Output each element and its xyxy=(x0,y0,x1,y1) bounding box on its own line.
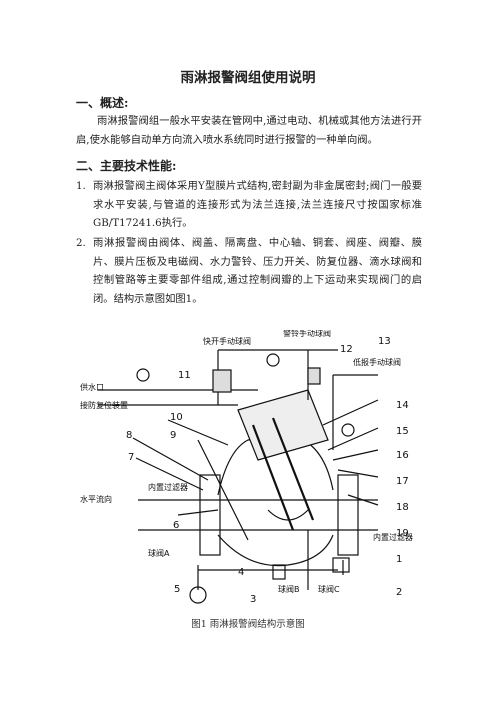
callout-number-16: 16 xyxy=(396,450,409,461)
callout-number-1: 1 xyxy=(396,554,402,565)
label-quick-open-valve: 快开手动球阀 xyxy=(203,336,251,346)
list-item: 1. 雨淋报警阀主阀体采用Y型膜片式结构,密封副为非金属密封;阀门一般要求水平安… xyxy=(76,177,422,233)
callout-number-19: 19 xyxy=(396,528,409,539)
callout-number-6: 6 xyxy=(173,520,179,531)
label-flow-direction: 水平流向 xyxy=(80,494,112,504)
page-title: 雨淋报警阀组使用说明 xyxy=(180,70,316,86)
callout-number-2: 2 xyxy=(396,587,402,598)
callout-number-3: 3 xyxy=(250,594,256,605)
figure-caption: 图1 雨淋报警阀结构示意图 xyxy=(191,619,305,630)
callout-number-4: 4 xyxy=(238,567,244,578)
callout-number-18: 18 xyxy=(396,502,409,513)
callout-number-14: 14 xyxy=(396,400,409,411)
label-inner-filter-left: 内置过滤器 xyxy=(148,482,188,492)
callout-number-11: 11 xyxy=(178,370,191,381)
list-item-text: 雨淋报警阀由阀体、阀盖、隔离盘、中心轴、铜套、阀座、阀瓣、膜片、膜片压板及电磁阀… xyxy=(93,237,422,305)
label-inner-filter-right: 内置过滤器 xyxy=(373,532,413,542)
valve-structure-diagram: 快开手动球阀 警铃手动球阀 低报手动球阀 供水口 接防复位装置 水平流向 内置过… xyxy=(80,330,413,605)
label-supply: 供水口 xyxy=(80,382,104,392)
section-1-heading: 一、概述: xyxy=(76,96,129,110)
section-1-paragraph: 雨淋报警阀组一般水平安装在管网中,通过电动、机械或其他方法进行开启,使水能够自动… xyxy=(76,115,422,146)
callout-number-17: 17 xyxy=(396,476,409,487)
callout-number-12: 12 xyxy=(340,344,353,355)
label-anti-reset: 接防复位装置 xyxy=(80,400,128,410)
callout-number-10: 10 xyxy=(170,412,183,423)
section-2-heading: 二、主要技术性能: xyxy=(76,159,177,173)
list-item-number: 2. xyxy=(76,237,86,249)
callout-number-13: 13 xyxy=(378,336,391,347)
label-ball-b: 球阀B xyxy=(278,584,300,594)
list-item: 2. 雨淋报警阀由阀体、阀盖、隔离盘、中心轴、铜套、阀座、阀瓣、膜片、膜片压板及… xyxy=(76,234,422,308)
label-ball-c: 球阀C xyxy=(318,584,340,594)
list-item-number: 1. xyxy=(76,180,86,192)
label-low-alarm-valve: 低报手动球阀 xyxy=(353,357,401,367)
label-ball-a: 球阀A xyxy=(148,548,170,558)
callout-number-8: 8 xyxy=(126,430,132,441)
callout-number-5: 5 xyxy=(174,584,180,595)
callout-number-7: 7 xyxy=(128,452,134,463)
list-item-text: 雨淋报警阀主阀体采用Y型膜片式结构,密封副为非金属密封;阀门一般要求水平安装,与… xyxy=(93,180,422,229)
label-bell-valve: 警铃手动球阀 xyxy=(283,330,331,338)
callout-number-15: 15 xyxy=(396,426,409,437)
callout-number-9: 9 xyxy=(170,430,176,441)
